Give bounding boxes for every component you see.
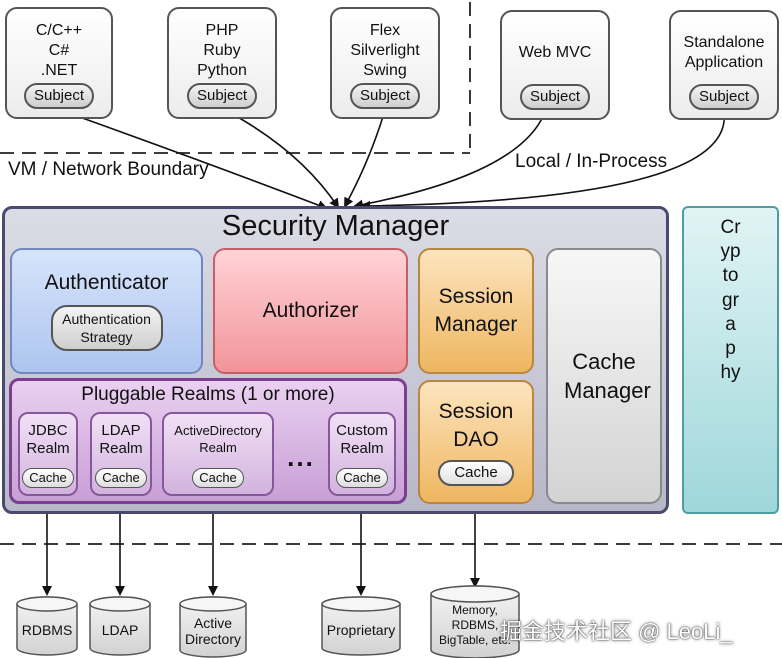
db-rdbms-label: RDBMS (17, 612, 77, 648)
db-label-line: Memory, (452, 602, 498, 617)
client-box-flex: Flex Silverlight Swing Subject (330, 7, 440, 119)
client-line: Swing (363, 62, 407, 79)
security-manager-title: Security Manager (221, 210, 450, 242)
client-line: Silverlight (350, 42, 420, 59)
client-box-webmvc: Web MVC Subject (500, 10, 610, 120)
client-line: C# (48, 42, 70, 59)
db-label-line: Proprietary (326, 622, 396, 638)
realm-cache-pill: Cache (336, 468, 388, 488)
subject-pill: Subject (186, 83, 258, 109)
realm-ldap-box: LDAP Realm Cache (90, 412, 152, 496)
client-line: Application (684, 54, 764, 71)
cryptography-box (682, 206, 779, 514)
client-box-cpp: C/C++ C# .NET Subject (5, 7, 113, 119)
realm-cache-pill: Cache (192, 468, 244, 488)
authentication-strategy-pill: Authentication Strategy (50, 305, 163, 351)
client-box-standalone: Standalone Application Subject (669, 10, 779, 120)
arrow-client-4 (353, 111, 546, 210)
cache-manager-title: Cache Manager (564, 349, 651, 403)
db-label-line: LDAP (101, 622, 139, 638)
arrow-client-2 (224, 109, 340, 209)
realm-cache-pill: Cache (95, 468, 147, 488)
authenticator-box: Authenticator Authentication Strategy (10, 248, 203, 374)
realm-title: Custom Realm (336, 422, 388, 457)
session-manager-box: Session Manager (418, 248, 534, 374)
db-label-line: BigTable, etc. (438, 632, 512, 647)
realm-custom-box: Custom Realm Cache (328, 412, 396, 496)
client-line: Python (197, 62, 247, 79)
db-memory-label: Memory, RDBMS, BigTable, etc. (431, 600, 519, 650)
db-label-line: Active (193, 615, 233, 631)
subject-pill: Subject (23, 83, 95, 109)
client-line: Ruby (203, 42, 241, 59)
subject-pill: Subject (519, 84, 591, 110)
db-label-line: RDBMS (21, 622, 73, 638)
watermark-text: 掘金技术社区 @ LeoLi_ (500, 619, 733, 644)
client-line: PHP (205, 22, 239, 39)
realm-title: JDBC Realm (26, 422, 70, 457)
db-activedirectory-label: Active Directory (180, 611, 246, 651)
authorizer-box: Authorizer (213, 248, 408, 374)
realm-activedirectory-box: ActiveDirectory Realm Cache (162, 412, 274, 496)
client-line: C/C++ (35, 22, 83, 39)
client-line: Standalone (683, 34, 765, 51)
db-label-line: RDBMS, (451, 617, 499, 632)
db-label-line: Directory (184, 631, 241, 647)
client-line: Flex (369, 22, 401, 39)
authenticator-title: Authenticator (44, 271, 169, 294)
cryptography-label: Cryptography (720, 217, 741, 384)
subject-pill: Subject (349, 83, 421, 109)
arrow-client-1 (59, 109, 328, 210)
realm-jdbc-box: JDBC Realm Cache (18, 412, 78, 496)
vm-network-boundary-label: VM / Network Boundary (8, 159, 209, 180)
local-in-process-label: Local / In-Process (515, 151, 668, 172)
pluggable-realms-title: Pluggable Realms (1 or more) (81, 384, 335, 405)
db-proprietary-label: Proprietary (322, 612, 400, 648)
db-ldap-label: LDAP (90, 612, 150, 648)
cache-manager-box: Cache Manager (546, 248, 662, 504)
session-dao-title: Session DAO (438, 400, 514, 451)
arrow-client-5 (360, 111, 725, 211)
authorizer-title: Authorizer (262, 299, 359, 322)
realm-cache-pill: Cache (22, 468, 74, 488)
realm-title: LDAP Realm (99, 422, 143, 457)
client-box-php: PHP Ruby Python Subject (167, 7, 277, 119)
client-line: Web MVC (518, 44, 592, 61)
session-dao-box: Session DAO Cache (418, 380, 534, 504)
session-manager-title: Session Manager (434, 285, 518, 336)
arrow-client-3 (344, 109, 386, 208)
subject-pill: Subject (688, 84, 760, 110)
realms-ellipsis: ... (287, 442, 315, 472)
session-dao-cache-pill: Cache (438, 460, 514, 486)
realm-title: ActiveDirectory Realm (174, 423, 262, 455)
client-line: .NET (40, 62, 78, 79)
